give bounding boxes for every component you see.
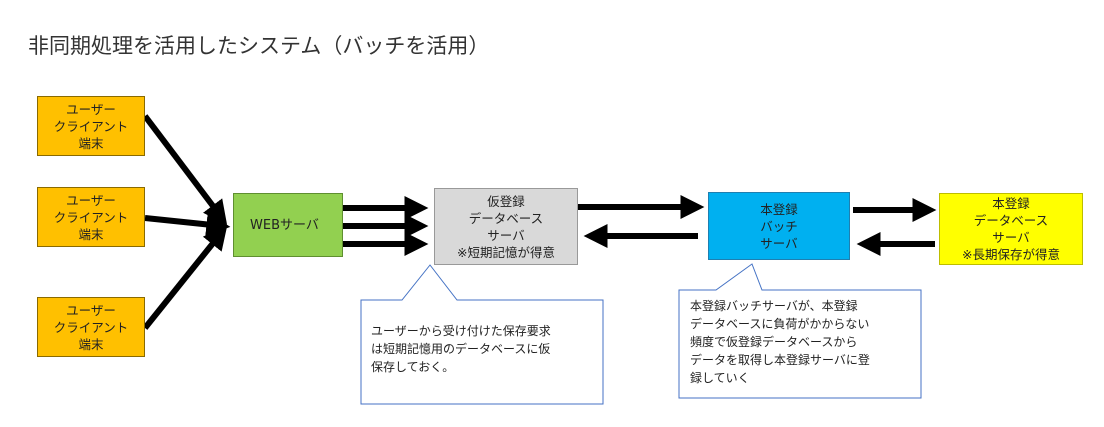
client-terminal-1: ユーザー クライアント 端末 (37, 96, 145, 156)
main-db-label-line: サーバ (992, 230, 1030, 245)
arrow-client2-to-web (144, 212, 231, 237)
client-label-line: ユーザー (66, 302, 116, 318)
client-label-line: 端末 (78, 135, 104, 151)
client-label-line: 端末 (78, 336, 104, 352)
batch-server: 本登録 バッチ サーバ (708, 192, 850, 260)
callout-batch-shape (678, 263, 922, 399)
temp-db-label-line: 仮登録 (487, 193, 525, 209)
main-db-label-line: データベース (973, 213, 1049, 228)
callout-batch-text: 本登録バッチサーバが、本登録 データベースに負荷がかからない 頻度で仮登録データ… (690, 297, 870, 387)
main-db-note: ※長期保存が得意 (962, 247, 1060, 262)
client-label-line: 端末 (78, 226, 104, 242)
client-label-line: クライアント (53, 209, 129, 225)
main-db-label-line: 本登録 (992, 196, 1030, 211)
callout-temp-line: は短期記憶用のデータベースに仮 (371, 342, 551, 356)
client-terminal-2: ユーザー クライアント 端末 (37, 187, 145, 247)
callout-batch-line: 録していく (690, 371, 750, 385)
temp-db-label-line: データベース (468, 210, 544, 226)
callout-temp-shape (360, 264, 604, 405)
callout-batch-line: データベースに負荷がかからない (690, 317, 870, 331)
client-label-line: ユーザー (66, 192, 116, 208)
arrow-client3-to-web (142, 225, 228, 330)
client-label-line: ユーザー (66, 101, 116, 117)
batch-label-line: バッチ (760, 218, 798, 234)
diagram-title: 非同期処理を活用したシステム（バッチを活用） (28, 34, 490, 58)
temp-db-server: 仮登録 データベース サーバ ※短期記憶が得意 (434, 188, 578, 265)
main-db-server: 本登録 データベース サーバ ※長期保存が得意 (939, 193, 1083, 265)
callout-batch-line: 頻度で仮登録データベースから (690, 335, 858, 349)
web-server-label: WEBサーバ (250, 217, 319, 233)
callout-temp-line: ユーザーから受け付けた保存要求 (371, 324, 551, 338)
client-label-line: クライアント (53, 118, 129, 134)
client-label-line: クライアント (53, 319, 129, 335)
batch-label-line: 本登録 (760, 201, 798, 217)
temp-db-label-line: サーバ (487, 227, 525, 243)
batch-label-line: サーバ (760, 235, 798, 251)
callout-batch-line: 本登録バッチサーバが、本登録 (690, 299, 858, 313)
arrow-client1-to-web (142, 114, 228, 225)
temp-db-note: ※短期記憶が得意 (457, 244, 555, 260)
callout-temp-line: 保存しておく。 (371, 360, 455, 374)
web-server: WEBサーバ (233, 193, 343, 257)
callout-temp-text: ユーザーから受け付けた保存要求 は短期記憶用のデータベースに仮 保存しておく。 (371, 322, 551, 376)
client-terminal-3: ユーザー クライアント 端末 (37, 297, 145, 357)
callout-batch-line: データを取得し本登録サーバに登 (690, 353, 870, 367)
